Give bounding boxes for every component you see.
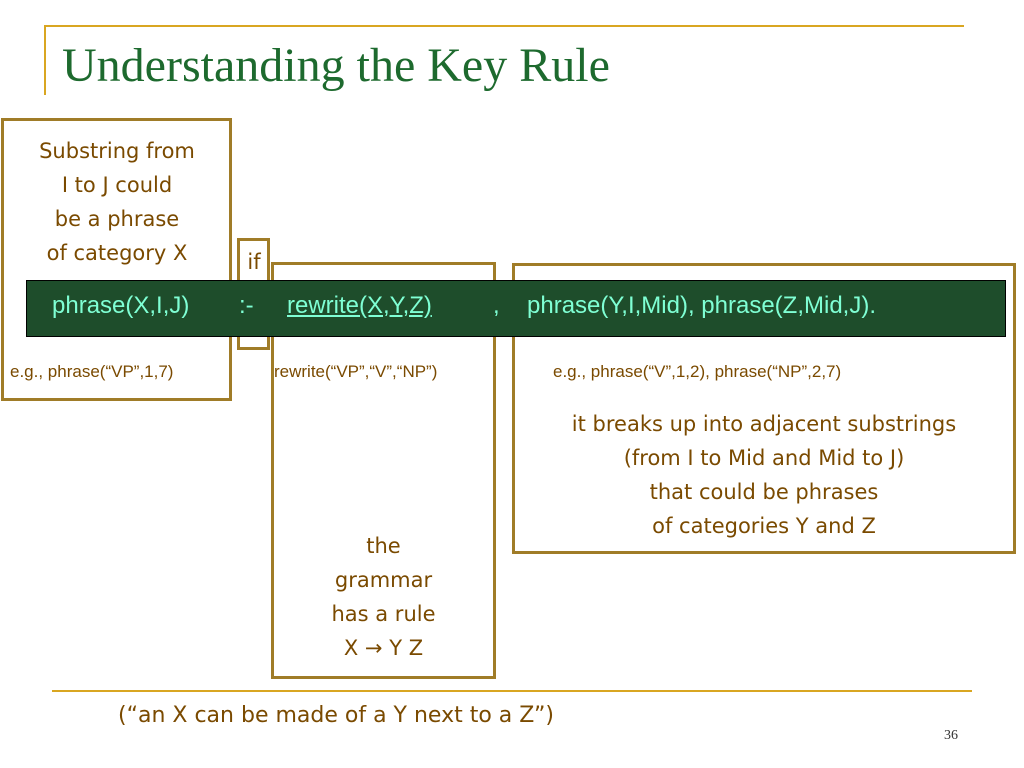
left-divider bbox=[44, 25, 46, 95]
if-note: if bbox=[247, 250, 261, 274]
top-divider bbox=[44, 25, 964, 27]
body-note-line: it breaks up into adjacent substrings bbox=[571, 412, 957, 436]
rule-rewrite-link[interactable]: rewrite(X,Y,Z) bbox=[287, 292, 432, 319]
head-annotation-box bbox=[1, 118, 232, 401]
body-note-line: of categories Y and Z bbox=[652, 514, 876, 538]
head-note: Substring from I to J could be a phrase … bbox=[4, 134, 230, 270]
head-note-line: of category X bbox=[46, 241, 188, 265]
body-note-line: that could be phrases bbox=[649, 480, 879, 504]
grammar-note-line: grammar bbox=[334, 568, 433, 592]
slide-caption: (“an X can be made of a Y next to a Z”) bbox=[118, 703, 554, 728]
rule-comma: , bbox=[493, 292, 500, 319]
rule-neck: :- bbox=[239, 292, 254, 319]
body-annotation-box bbox=[512, 263, 1016, 554]
grammar-annotation-box bbox=[271, 262, 496, 679]
rule-head: phrase(X,I,J) bbox=[52, 292, 190, 319]
bottom-divider bbox=[52, 690, 972, 692]
slide-title: Understanding the Key Rule bbox=[62, 39, 610, 92]
grammar-note: the grammar has a rule X → Y Z bbox=[274, 529, 493, 665]
body-note: it breaks up into adjacent substrings (f… bbox=[515, 407, 1013, 543]
body-note-line: (from I to Mid and Mid to J) bbox=[623, 446, 905, 470]
grammar-note-line: the bbox=[366, 534, 401, 558]
rule-body: phrase(Y,I,Mid), phrase(Z,Mid,J). bbox=[527, 292, 876, 319]
head-example: e.g., phrase(“VP”,1,7) bbox=[10, 362, 174, 381]
page-number: 36 bbox=[944, 728, 958, 743]
rewrite-example: rewrite(“VP”,“V”,“NP”) bbox=[274, 362, 438, 381]
head-note-line: I to J could bbox=[61, 173, 173, 197]
grammar-note-line: has a rule bbox=[331, 602, 436, 626]
body-example: e.g., phrase(“V”,1,2), phrase(“NP”,2,7) bbox=[553, 362, 842, 381]
rule-bar bbox=[26, 280, 1006, 337]
head-note-line: Substring from bbox=[39, 139, 195, 163]
grammar-note-line: X → Y Z bbox=[343, 636, 424, 660]
head-note-line: be a phrase bbox=[54, 207, 180, 231]
